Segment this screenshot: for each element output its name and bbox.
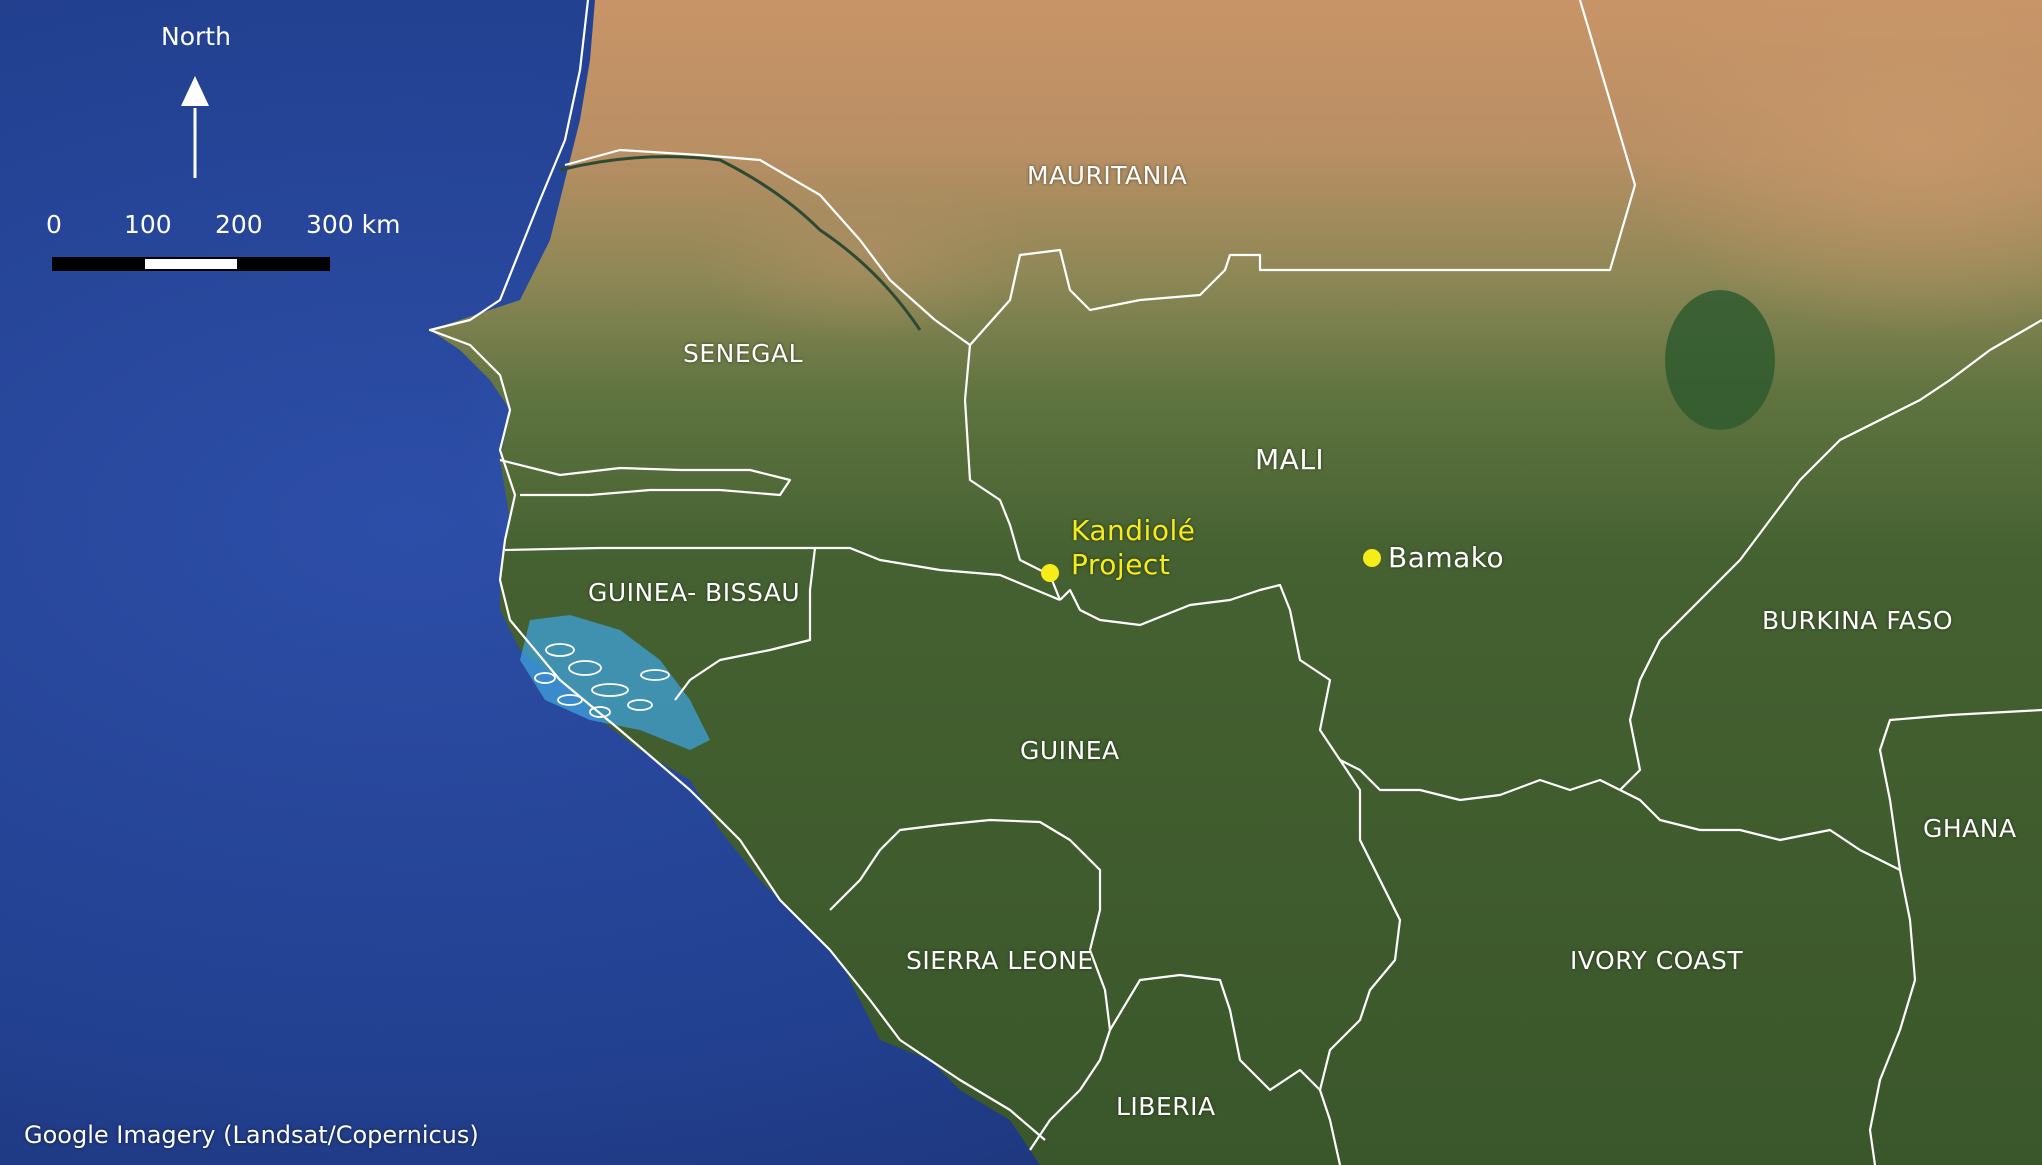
border-mali-guinea (1059, 583, 1621, 802)
label-guinea-bissau: GUINEA- BISSAU (588, 578, 801, 607)
border-guinea-ivory-coast (1318, 759, 1402, 1165)
inland-delta (1665, 290, 1775, 430)
border-burkina-ghana (1878, 708, 2042, 871)
border-mali-burkina (1619, 319, 2042, 791)
border-mauritania-senegal (564, 148, 971, 346)
coastline (428, 0, 1046, 1141)
border-guinea-bissau-guinea (674, 547, 817, 701)
label-mauritania: MAURITANIA (1027, 161, 1188, 190)
border-ivory-coast-burkina (1619, 789, 1901, 871)
border-guinea-liberia (1109, 973, 1321, 1092)
label-liberia: LIBERIA (1116, 1092, 1216, 1121)
scale-tick-300: 300 km (306, 210, 401, 239)
border-sierra-leone-liberia (1029, 1029, 1112, 1151)
scale-tick-100: 100 (124, 210, 172, 239)
scale-bar (52, 257, 330, 271)
north-label: North (161, 22, 231, 51)
label-guinea: GUINEA (1020, 736, 1120, 765)
bamako-marker[interactable] (1363, 549, 1381, 567)
border-ivory-coast-ghana (1868, 869, 1917, 1165)
label-sierra-leone: SIERRA LEONE (906, 946, 1094, 975)
border-senegal-guinea (504, 546, 1061, 602)
scale-tick-0: 0 (46, 210, 62, 239)
imagery-credit: Google Imagery (Landsat/Copernicus) (24, 1121, 479, 1149)
coastal-islands (534, 643, 670, 718)
scale-tick-200: 200 (215, 210, 263, 239)
dry-zone-east (1200, 0, 2042, 560)
label-kandiole-line1: Kandiolé (1071, 514, 1196, 547)
border-mauritania-mali (969, 0, 1637, 346)
label-ivory-coast: IVORY COAST (1570, 946, 1744, 975)
coastal-shallows (520, 615, 710, 750)
label-kandiole-line2: Project (1071, 548, 1171, 581)
border-gambia (499, 458, 792, 497)
label-ghana: GHANA (1923, 814, 2017, 843)
label-bamako: Bamako (1388, 541, 1505, 574)
label-burkina-faso: BURKINA FASO (1762, 606, 1954, 635)
dry-zone-west (550, 150, 1250, 510)
north-arrow-icon (181, 76, 209, 178)
label-senegal: SENEGAL (683, 339, 804, 368)
label-kandiole-project: Kandiolé Project (1071, 514, 1195, 582)
label-mali: MALI (1255, 443, 1325, 476)
border-guinea-sierra-leone (829, 818, 1112, 1031)
senegal-river (559, 155, 922, 331)
kandiole-project-marker[interactable] (1041, 564, 1059, 582)
country-borders (428, 0, 2042, 1165)
